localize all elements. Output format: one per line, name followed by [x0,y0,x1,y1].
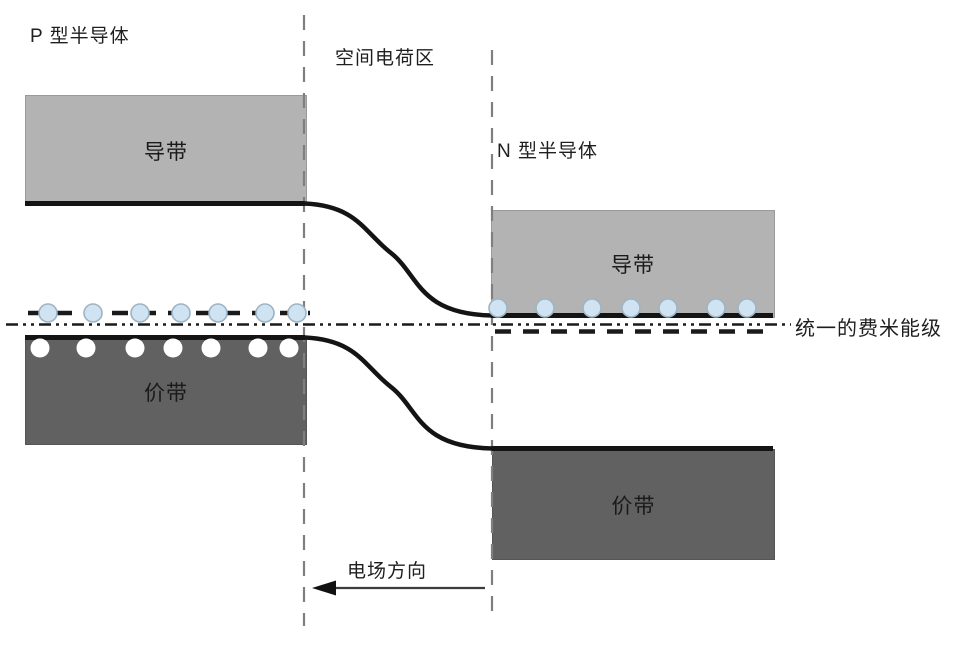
electron-icon [171,303,191,323]
n-region-label: N 型半导体 [497,141,599,162]
hole-icon [76,338,96,358]
electron-icon [658,298,678,318]
hole-icon [163,338,183,358]
p-side-electron-icons [38,303,307,323]
space-charge-region-label: 空间电荷区 [335,48,436,69]
n-valence-band-box: 价带 [492,449,775,560]
electron-icon [582,298,602,318]
electron-icon [706,298,726,318]
p-conduction-band-box: 导带 [25,95,307,206]
n-side-electron-icons [488,298,757,318]
hole-icon [30,338,50,358]
field-direction-label: 电场方向 [347,561,428,582]
electron-icon [38,303,58,323]
electron-icon [737,298,757,318]
electron-icon [130,303,150,323]
electron-icon [287,303,307,323]
electron-icon [83,303,103,323]
n-valence-band-label: 价带 [611,494,656,518]
electron-icon [621,298,641,318]
p-valence-band-label: 价带 [144,381,188,405]
conduction-band-bending-curve [304,201,493,318]
hole-icon [125,338,145,358]
hole-icon [201,338,221,358]
p-conduction-band-label: 导带 [144,140,188,164]
p-region-label: P 型半导体 [30,26,130,47]
electron-icon [535,298,555,318]
electron-icon [255,303,275,323]
n-conduction-band-label: 导带 [611,254,655,277]
electron-icon [208,303,228,323]
hole-icon [248,338,268,358]
electron-icon [488,298,508,318]
p-side-hole-icons [30,338,299,358]
valence-band-bending-curve [304,335,493,451]
fermi-level-label: 统一的费米能级 [795,318,942,340]
field-direction-arrow-icon [312,580,485,596]
hole-icon [279,338,299,358]
